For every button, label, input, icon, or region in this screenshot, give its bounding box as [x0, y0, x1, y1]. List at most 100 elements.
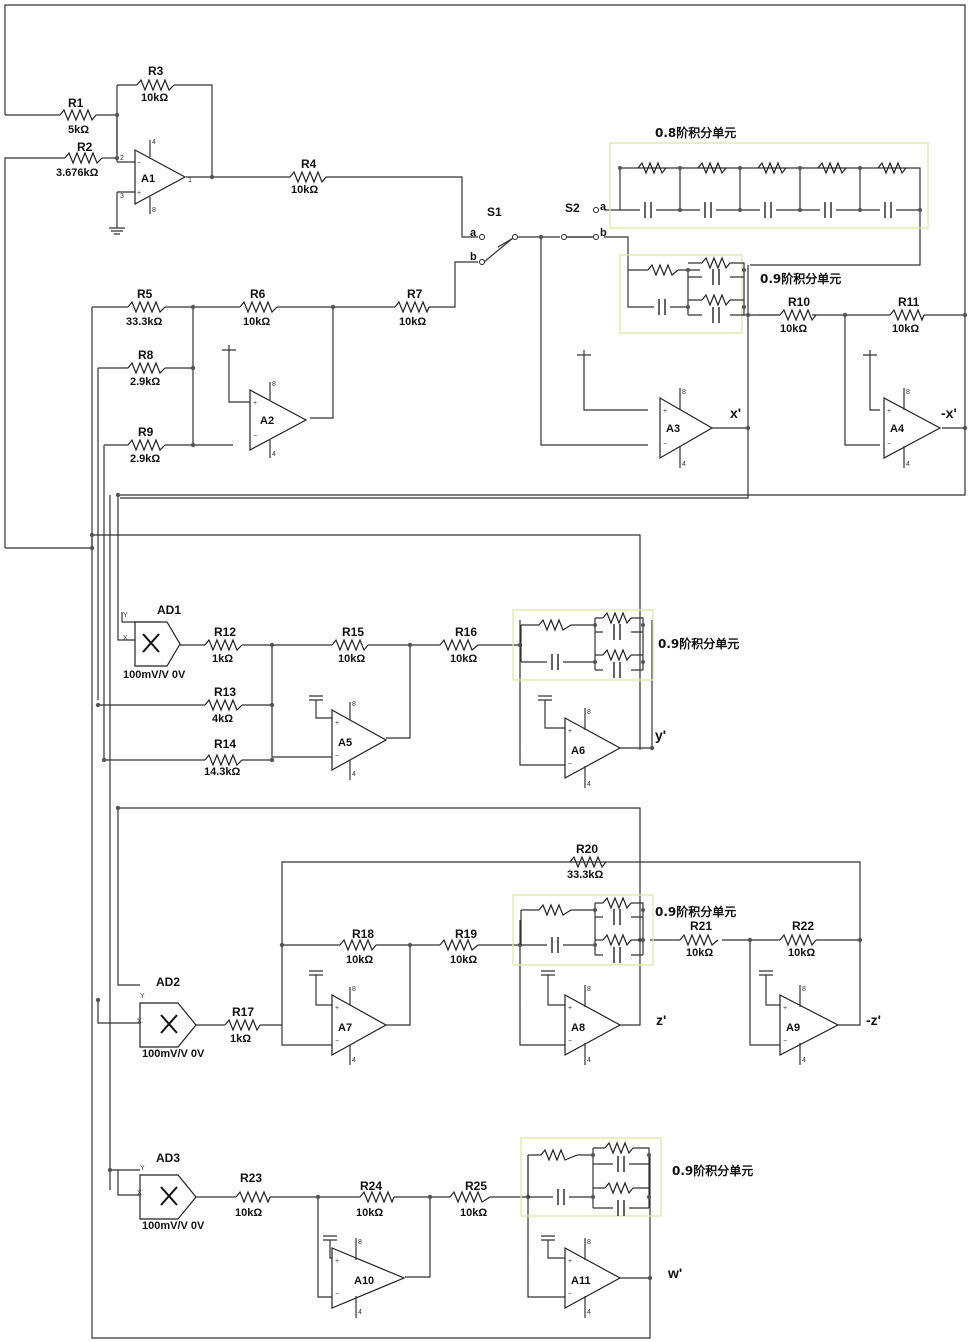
resistor-r22: R2210kΩ	[780, 919, 816, 959]
svg-text:R15: R15	[342, 625, 364, 639]
svg-text:10kΩ: 10kΩ	[235, 1207, 262, 1219]
svg-text:R4: R4	[301, 157, 317, 171]
svg-text:4: 4	[587, 781, 591, 788]
resistor-r2: R23.676kΩ	[56, 140, 102, 179]
svg-text:100mV/V 0V: 100mV/V 0V	[123, 669, 186, 681]
unit-label-09-a: 0.9阶积分单元	[760, 271, 841, 286]
svg-text:−: −	[783, 1038, 787, 1045]
svg-text:2: 2	[120, 155, 124, 162]
unit-09-d	[521, 1138, 661, 1216]
svg-text:−: −	[568, 1038, 572, 1045]
svg-text:R8: R8	[138, 348, 154, 362]
svg-text:A6: A6	[571, 745, 585, 757]
resistor-r24: R24 10kΩ	[356, 1179, 394, 1219]
svg-text:R16: R16	[455, 625, 477, 639]
unit-09-c	[513, 895, 653, 965]
svg-text:5kΩ: 5kΩ	[68, 124, 89, 136]
svg-text:4: 4	[152, 139, 156, 146]
svg-text:3.676kΩ: 3.676kΩ	[56, 167, 99, 179]
svg-text:AD2: AD2	[156, 975, 180, 989]
resistor-r12: R121kΩ	[205, 625, 242, 665]
svg-text:+: +	[137, 190, 141, 197]
svg-text:100mV/V 0V: 100mV/V 0V	[142, 1048, 205, 1060]
svg-text:R13: R13	[214, 685, 236, 699]
svg-text:33.3kΩ: 33.3kΩ	[567, 869, 604, 881]
svg-text:A7: A7	[338, 1022, 352, 1034]
resistor-r6: R6 10kΩ	[240, 287, 277, 328]
resistor-r5: R533.3kΩ	[126, 287, 165, 328]
unit-09-b	[513, 610, 653, 680]
ground-symbols	[109, 228, 877, 1240]
svg-text:10kΩ: 10kΩ	[399, 316, 426, 328]
svg-text:8: 8	[587, 1239, 591, 1246]
svg-text:10kΩ: 10kΩ	[356, 1207, 383, 1219]
svg-text:33.3kΩ: 33.3kΩ	[126, 316, 163, 328]
svg-text:4: 4	[682, 461, 686, 468]
unit-label-09-c: 0.9阶积分单元	[655, 904, 736, 919]
opamp-a2: A2 +−	[250, 382, 306, 458]
svg-text:−: −	[335, 1291, 339, 1298]
svg-text:X: X	[137, 1190, 142, 1197]
resistor-r18: R1810kΩ	[340, 927, 376, 966]
svg-text:10kΩ: 10kΩ	[243, 316, 270, 328]
svg-text:R1: R1	[68, 96, 84, 110]
resistor-r13: R134kΩ	[205, 685, 242, 725]
svg-text:4: 4	[906, 461, 910, 468]
svg-text:+: +	[663, 408, 667, 415]
resistor-r3: R310kΩ	[137, 64, 174, 104]
fractional-integrator-units: 0.8阶积分单元 0.9阶积分单元 0.9阶积分单元	[513, 125, 928, 1216]
svg-text:1kΩ: 1kΩ	[230, 1033, 251, 1045]
svg-text:8: 8	[587, 709, 591, 716]
svg-text:10kΩ: 10kΩ	[450, 653, 477, 665]
svg-text:8: 8	[587, 986, 591, 993]
svg-text:A9: A9	[786, 1022, 800, 1034]
opamp-a5: A5 +−	[332, 702, 386, 780]
svg-text:A1: A1	[141, 173, 155, 185]
svg-text:10kΩ: 10kΩ	[788, 947, 815, 959]
svg-text:R25: R25	[465, 1179, 487, 1193]
svg-text:10kΩ: 10kΩ	[291, 184, 318, 196]
resistor-r25: R25 10kΩ	[450, 1179, 490, 1219]
svg-text:8: 8	[352, 701, 356, 708]
signal-neg-z: -z'	[866, 1012, 881, 1028]
signal-neg-x: -x'	[941, 405, 957, 421]
svg-text:R18: R18	[352, 927, 374, 941]
multipliers: X Y AD1 100mV/V 0V X Y AD2 100mV/V 0V X …	[123, 603, 205, 1232]
svg-text:A3: A3	[666, 423, 680, 435]
signal-z: z'	[656, 1012, 666, 1028]
svg-text:+: +	[568, 728, 572, 735]
svg-text:10kΩ: 10kΩ	[460, 1207, 487, 1219]
svg-text:R23: R23	[240, 1171, 262, 1185]
unit-09-a	[620, 255, 746, 333]
opamp-a3: A3 +−	[660, 388, 712, 468]
svg-text:+: +	[568, 1258, 572, 1265]
opamp-a10: A10 +−	[332, 1238, 404, 1318]
resistor-r9: R92.9kΩ	[128, 425, 165, 465]
svg-text:R21: R21	[690, 919, 712, 933]
svg-text:R24: R24	[360, 1179, 382, 1193]
unit-label-08: 0.8阶积分单元	[655, 125, 736, 140]
svg-text:R14: R14	[214, 737, 236, 751]
signal-y: y'	[655, 727, 666, 743]
multiplier-ad3: X Y AD3 100mV/V 0V	[137, 1151, 205, 1232]
svg-text:Y: Y	[140, 993, 145, 1000]
svg-text:−: −	[335, 753, 339, 760]
svg-text:100mV/V 0V: 100mV/V 0V	[142, 1220, 205, 1232]
svg-text:a: a	[470, 227, 477, 239]
svg-text:−: −	[253, 433, 257, 440]
svg-text:10kΩ: 10kΩ	[892, 323, 919, 335]
svg-text:R12: R12	[214, 625, 236, 639]
svg-text:8: 8	[272, 381, 276, 388]
resistor-r4: R4 10kΩ	[290, 157, 326, 196]
switch-s1[interactable]: S1 a b	[470, 205, 518, 265]
svg-text:4: 4	[352, 1057, 356, 1064]
svg-text:A10: A10	[354, 1275, 374, 1287]
svg-text:8: 8	[358, 1239, 362, 1246]
svg-text:X: X	[123, 635, 128, 642]
svg-text:−: −	[568, 761, 572, 768]
svg-text:R6: R6	[250, 287, 266, 301]
svg-text:4: 4	[587, 1309, 591, 1316]
resistor-r7: R710kΩ	[395, 287, 429, 328]
switch-s2[interactable]: S2 a b	[562, 201, 608, 240]
